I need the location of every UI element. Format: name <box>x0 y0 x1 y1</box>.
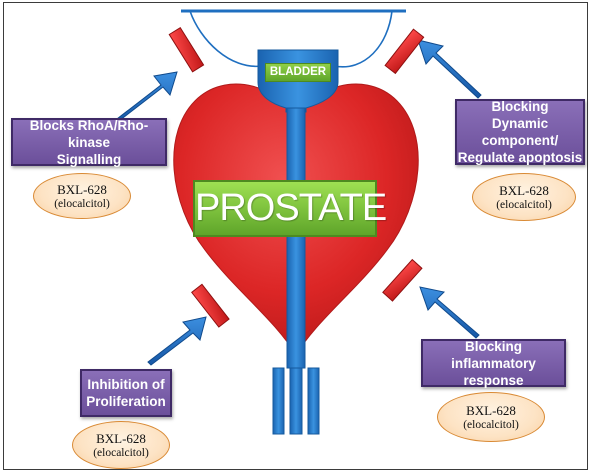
action-text-line: Signalling <box>13 151 165 168</box>
action-text-line: Blocking <box>457 98 583 115</box>
action-box-bottom-right: Blocking inflammatory response <box>421 339 566 387</box>
prostate-label: PROSTATE <box>193 180 377 237</box>
arrow-bottom-right <box>420 287 479 338</box>
blocker-top-right <box>385 29 424 73</box>
urethra <box>287 108 305 368</box>
action-text-line: Regulate apoptosis <box>457 149 583 166</box>
drug-alias: (elocalcitol) <box>473 198 575 212</box>
drug-alias: (elocalcitol) <box>438 418 544 432</box>
action-text-line: inflammatory response <box>423 355 564 389</box>
drug-ellipse-bottom-right: BXL-628 (elocalcitol) <box>437 392 545 442</box>
arrow-top-right <box>418 40 481 98</box>
urethra-outlet <box>273 368 319 434</box>
drug-ellipse-bottom-left: BXL-628 (elocalcitol) <box>72 421 170 469</box>
drug-name: BXL-628 <box>438 403 544 418</box>
drug-name: BXL-628 <box>34 182 130 197</box>
drug-ellipse-top-right: BXL-628 (elocalcitol) <box>472 173 576 221</box>
bladder-label: BLADDER <box>265 63 331 82</box>
drug-alias: (elocalcitol) <box>73 446 169 460</box>
action-text-line: Proliferation <box>82 393 170 410</box>
drug-name: BXL-628 <box>473 183 575 198</box>
action-box-top-right: Blocking Dynamic component/ Regulate apo… <box>455 99 585 165</box>
arrow-bottom-left <box>148 317 206 365</box>
action-text-line: Inhibition of <box>82 376 170 393</box>
drug-name: BXL-628 <box>73 431 169 446</box>
action-box-bottom-left: Inhibition of Proliferation <box>80 369 172 417</box>
drug-ellipse-top-left: BXL-628 (elocalcitol) <box>33 173 131 219</box>
blocker-top-left <box>169 28 203 72</box>
action-text-line: Dynamic component/ <box>457 115 583 149</box>
action-box-top-left: Blocks RhoA/Rho-kinase Signalling <box>11 118 167 166</box>
drug-alias: (elocalcitol) <box>34 197 130 211</box>
action-text-line: Blocking <box>423 338 564 355</box>
action-text-line: Blocks RhoA/Rho-kinase <box>13 117 165 151</box>
blocker-bottom-right <box>383 260 422 301</box>
